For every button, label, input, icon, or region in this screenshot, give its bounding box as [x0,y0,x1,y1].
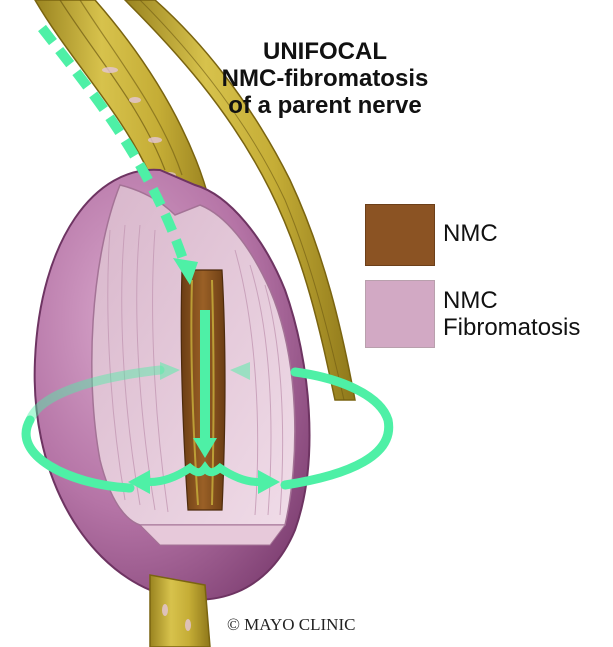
title-line-2: NMC-fibromatosis [190,65,460,92]
legend-label-fibromatosis-line-2: Fibromatosis [443,314,580,341]
title-line-3: of a parent nerve [190,92,460,119]
legend-label-nmc: NMC [443,220,498,247]
legend-swatch-nmc [365,204,435,266]
legend-swatch-fibromatosis [365,280,435,348]
legend-label-fibromatosis: NMC Fibromatosis [443,287,580,341]
legend-label-fibromatosis-line-1: NMC [443,287,580,314]
copyright-notice: © MAYO CLINIC [227,615,355,635]
lower-nerve [150,575,210,647]
title-line-1: UNIFOCAL [190,38,460,65]
diagram-title: UNIFOCAL NMC-fibromatosis of a parent ne… [190,38,460,119]
